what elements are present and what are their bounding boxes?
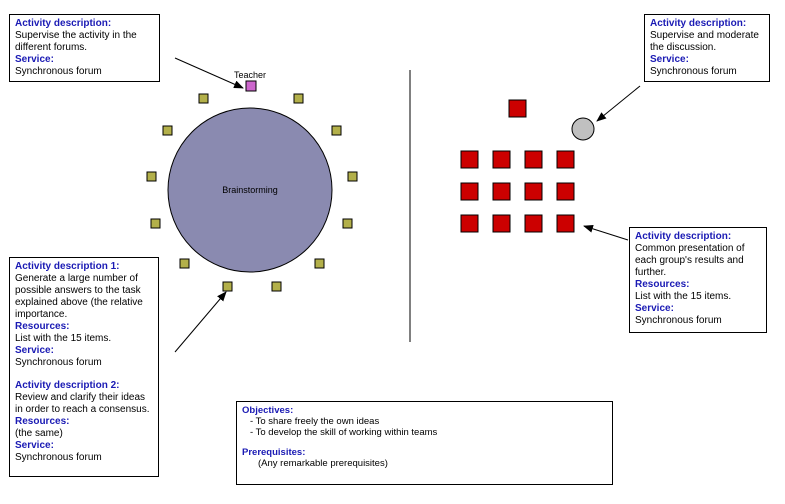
objectives-heading: Objectives xyxy=(242,405,291,416)
student-squares xyxy=(146,93,358,292)
group-square xyxy=(524,182,543,201)
resources-heading: Resources xyxy=(15,321,67,332)
activity-description-text: Supervise and moderate the discussion. xyxy=(650,30,759,53)
prerequisites-heading: Prerequisites xyxy=(242,447,303,458)
student-square xyxy=(198,93,209,104)
group-square xyxy=(556,182,575,201)
brainstorming-circle xyxy=(167,107,333,273)
arrow-to-teacher xyxy=(174,57,244,89)
activity-description-1-heading: Activity description 1 xyxy=(15,261,117,272)
group-square xyxy=(524,214,543,233)
group-square xyxy=(460,214,479,233)
student-square xyxy=(150,218,161,229)
activity-box-brainstorming: Activity description 1: Generate a large… xyxy=(9,257,159,477)
activity-description-2-text: Review and clarify their ideas in order … xyxy=(15,392,150,415)
moderator-circle xyxy=(571,117,595,141)
resources-text: List with the 15 items. xyxy=(15,333,112,344)
student-square xyxy=(293,93,304,104)
group-square xyxy=(460,150,479,169)
student-square xyxy=(146,171,157,182)
student-square xyxy=(342,218,353,229)
presenter-square xyxy=(508,99,527,118)
activity-description-text: Supervise the activity in the different … xyxy=(15,30,137,53)
service-text: Synchronous forum xyxy=(15,357,102,368)
group-square xyxy=(556,214,575,233)
service-text: Synchronous forum xyxy=(635,315,722,326)
activity-box-presentation: Activity description: Common presentatio… xyxy=(629,227,767,333)
student-square xyxy=(271,281,282,292)
activity-description-1-text: Generate a large number of possible answ… xyxy=(15,273,143,320)
student-square xyxy=(347,171,358,182)
activity-description-heading: Activity description xyxy=(15,18,108,29)
arrow-to-moderator xyxy=(596,85,641,122)
service-heading: Service xyxy=(650,54,686,65)
resources-text: List with the 15 items. xyxy=(635,291,732,302)
group-squares xyxy=(460,150,575,233)
group-square xyxy=(492,214,511,233)
activity-description-2-heading: Activity description 2 xyxy=(15,380,117,391)
group-square xyxy=(492,182,511,201)
activity-box-teacher: Activity description: Supervise the acti… xyxy=(9,14,160,82)
activity-description-text: Common presentation of each group's resu… xyxy=(635,243,745,278)
resources-text: (the same) xyxy=(15,428,63,439)
resources-heading: Resources xyxy=(635,279,687,290)
activity-box-moderator: Activity description: Supervise and mode… xyxy=(644,14,770,82)
brainstorming-label: Brainstorming xyxy=(222,185,278,195)
prerequisites-text: (Any remarkable prerequisites) xyxy=(258,458,388,469)
service-heading: Service xyxy=(15,345,51,356)
student-square xyxy=(179,258,190,269)
student-square xyxy=(162,125,173,136)
objective-item: - To share freely the own ideas xyxy=(250,416,380,427)
student-square xyxy=(222,281,233,292)
service-text: Synchronous forum xyxy=(15,452,102,463)
service-heading: Service xyxy=(15,440,51,451)
arrow-to-student xyxy=(174,291,227,353)
student-square xyxy=(331,125,342,136)
service-heading: Service xyxy=(635,303,671,314)
service-text: Synchronous forum xyxy=(15,66,102,77)
activity-description-heading: Activity description xyxy=(635,231,728,242)
service-heading: Service xyxy=(15,54,51,65)
service-text: Synchronous forum xyxy=(650,66,737,77)
objectives-box: Objectives: - To share freely the own id… xyxy=(236,401,613,485)
activity-description-heading: Activity description xyxy=(650,18,743,29)
objective-item: - To develop the skill of working within… xyxy=(250,427,438,438)
student-square xyxy=(314,258,325,269)
resources-heading: Resources xyxy=(15,416,67,427)
group-square xyxy=(492,150,511,169)
teacher-square xyxy=(245,80,257,92)
group-square xyxy=(524,150,543,169)
teacher-label: Teacher xyxy=(234,70,266,80)
arrow-to-groups xyxy=(583,224,629,241)
group-square xyxy=(460,182,479,201)
group-square xyxy=(556,150,575,169)
